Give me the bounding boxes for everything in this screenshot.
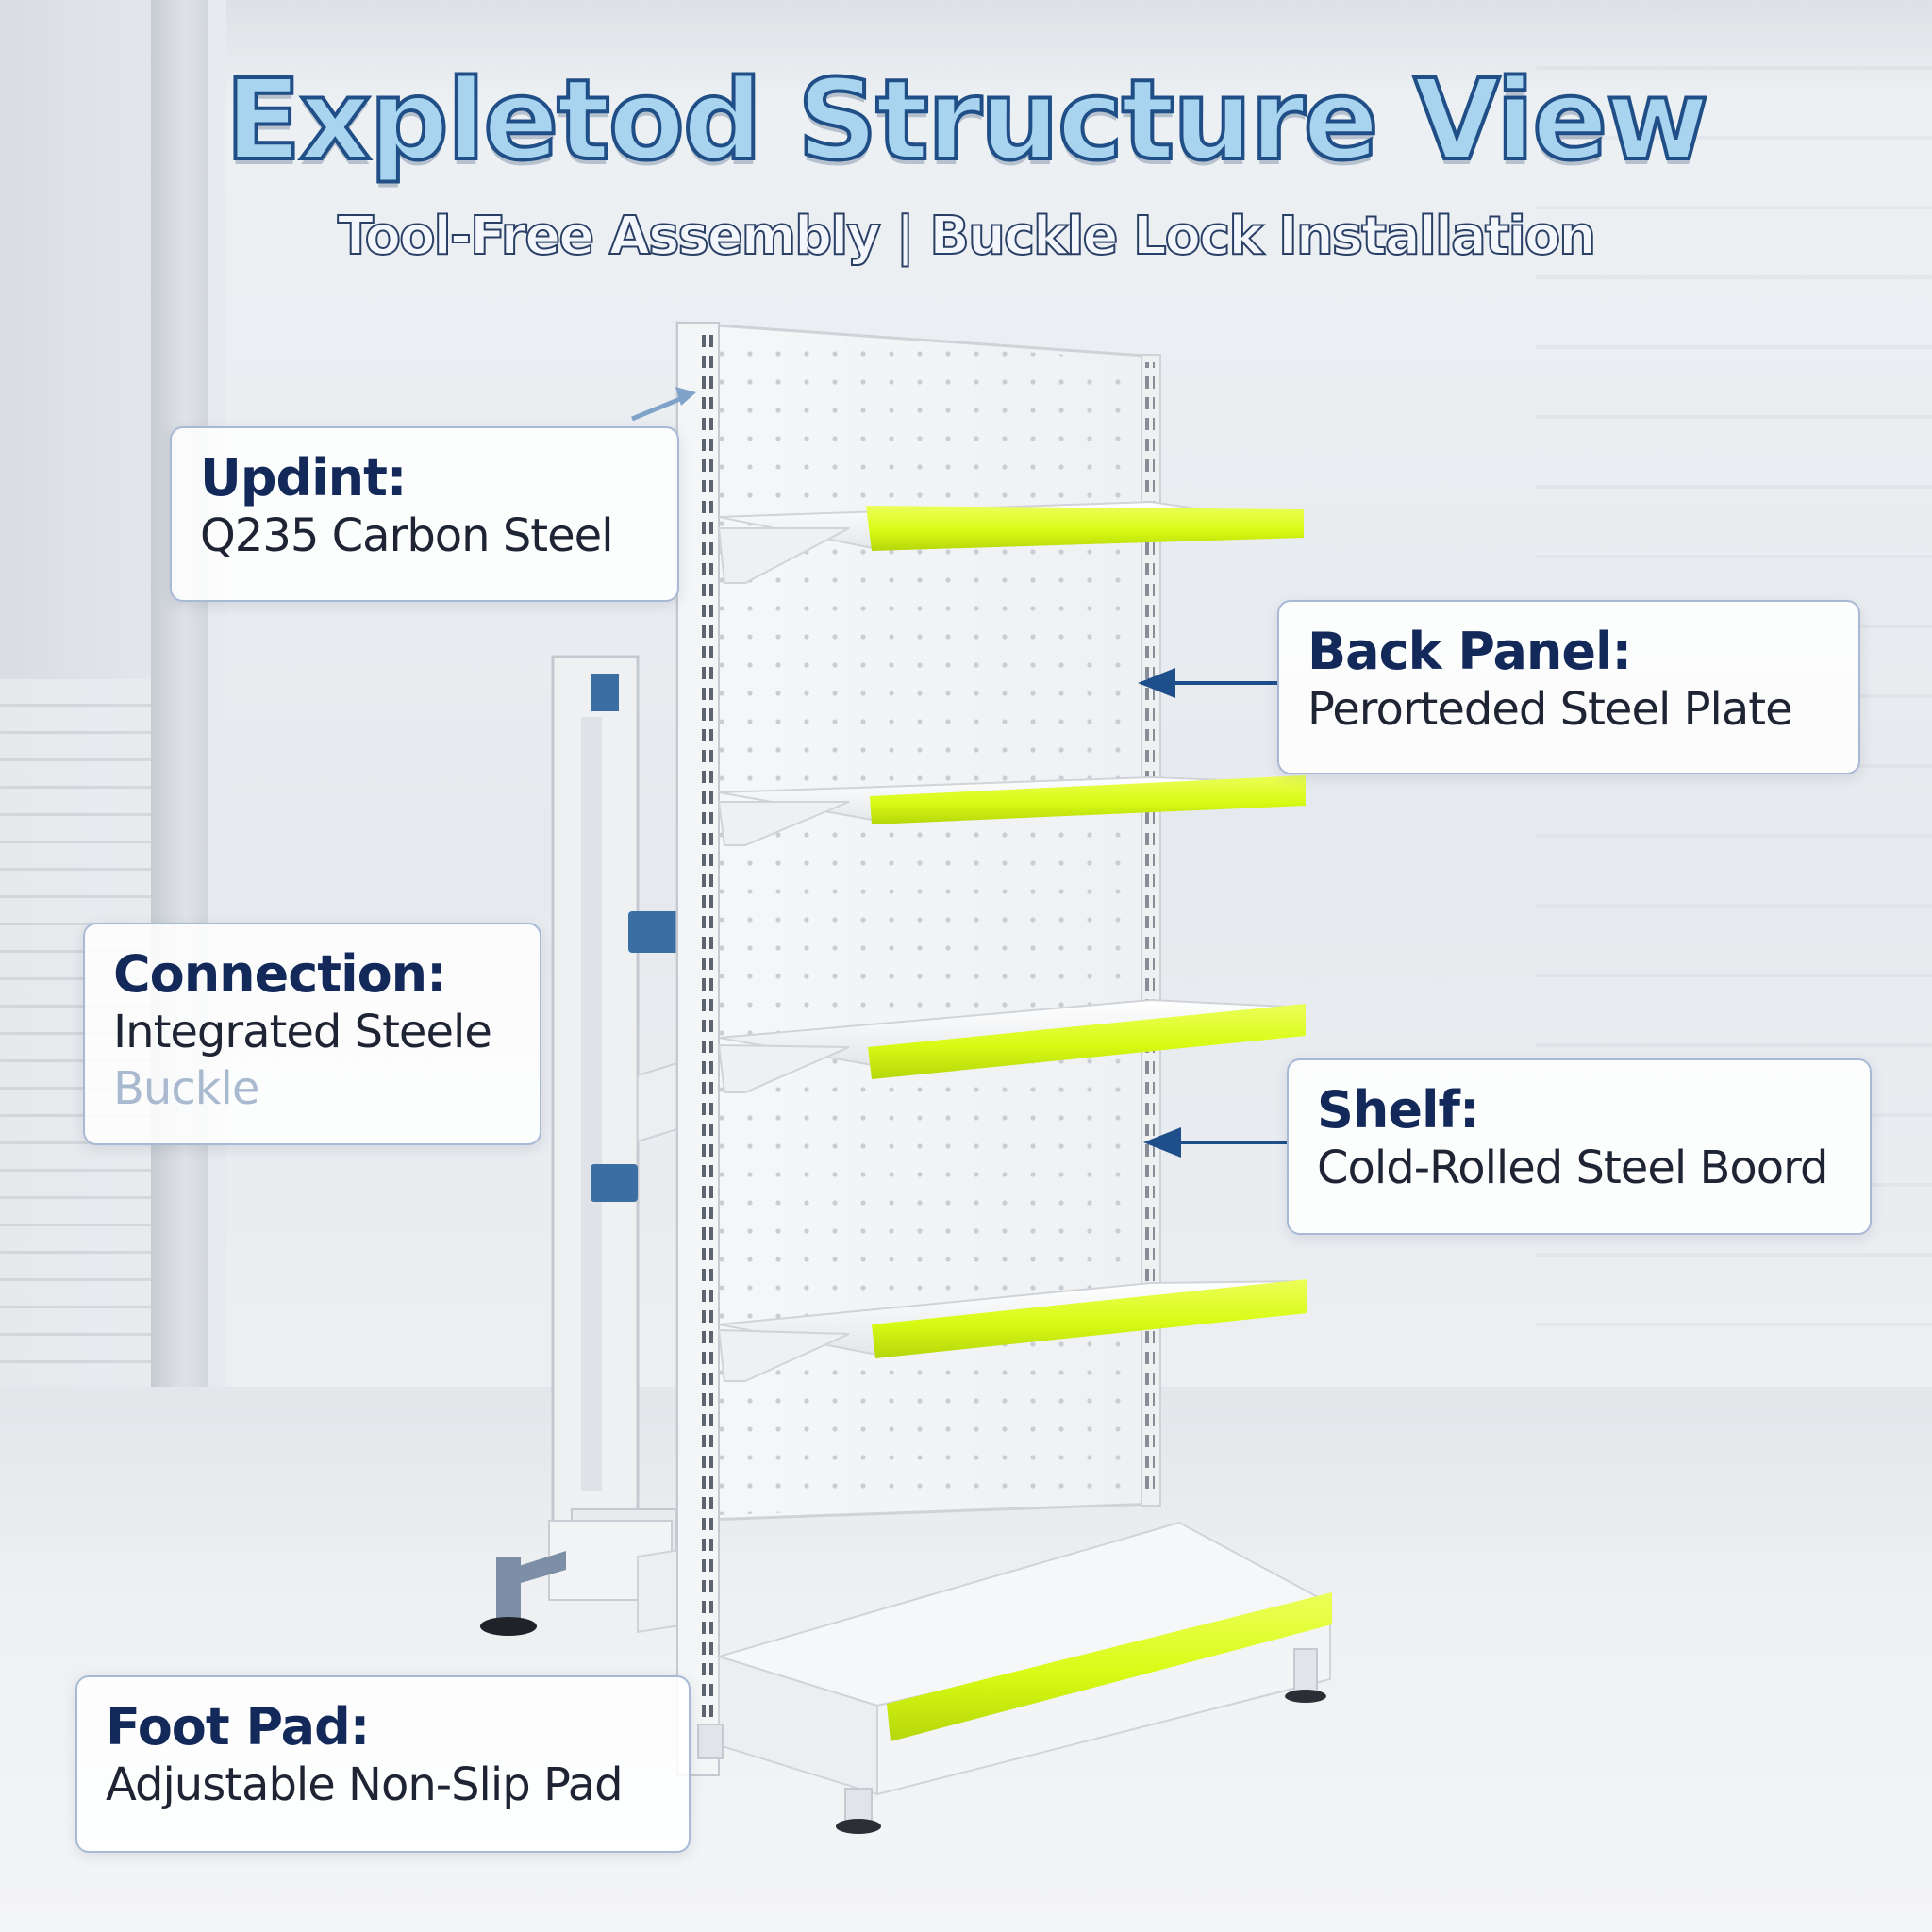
shelf-callout: Shelf: Cold-Rolled Steel Boord (1287, 1058, 1872, 1235)
back-panel (675, 321, 1161, 1776)
back-panel-callout: Back Panel: Perorteded Steel Plate (1277, 600, 1860, 774)
upright-label: Updint: (200, 448, 408, 508)
back-panel-arrow (1138, 668, 1277, 698)
wall-pillar (151, 0, 208, 1387)
upright-arrow (631, 387, 696, 422)
shelf-3 (717, 998, 1307, 1093)
shelf-1 (717, 500, 1305, 584)
foot-pad-value: Adjustable Non-Slip Pad (106, 1758, 624, 1811)
shelf-label: Shelf: (1317, 1080, 1480, 1140)
shelf-arrow (1143, 1127, 1287, 1158)
foot-pad-label: Foot Pad: (106, 1697, 370, 1757)
page-subtitle: Tool-Free Assembly | Buckle Lock Install… (337, 205, 1597, 268)
base-shelf (697, 1521, 1333, 1834)
connection-value-line2: Buckle (113, 1062, 259, 1115)
foot-pad-callout: Foot Pad: Adjustable Non-Slip Pad (75, 1675, 691, 1853)
back-panel-label: Back Panel: (1307, 622, 1632, 681)
upright-value: Q235 Carbon Steel (200, 509, 614, 562)
connection-callout: Connection: Integrated Steele Buckle (83, 923, 541, 1145)
page-title: Expletod Structure View (224, 53, 1711, 187)
ceiling (0, 0, 1932, 104)
shelf-4 (717, 1279, 1307, 1382)
connection-value-line1: Integrated Steele (113, 1006, 492, 1058)
back-panel-value: Perorteded Steel Plate (1307, 683, 1793, 736)
upright-callout: Updint: Q235 Carbon Steel (170, 426, 679, 602)
connection-label: Connection: (113, 944, 447, 1004)
shelf-value: Cold-Rolled Steel Boord (1317, 1141, 1828, 1194)
shelf-2 (717, 775, 1307, 846)
